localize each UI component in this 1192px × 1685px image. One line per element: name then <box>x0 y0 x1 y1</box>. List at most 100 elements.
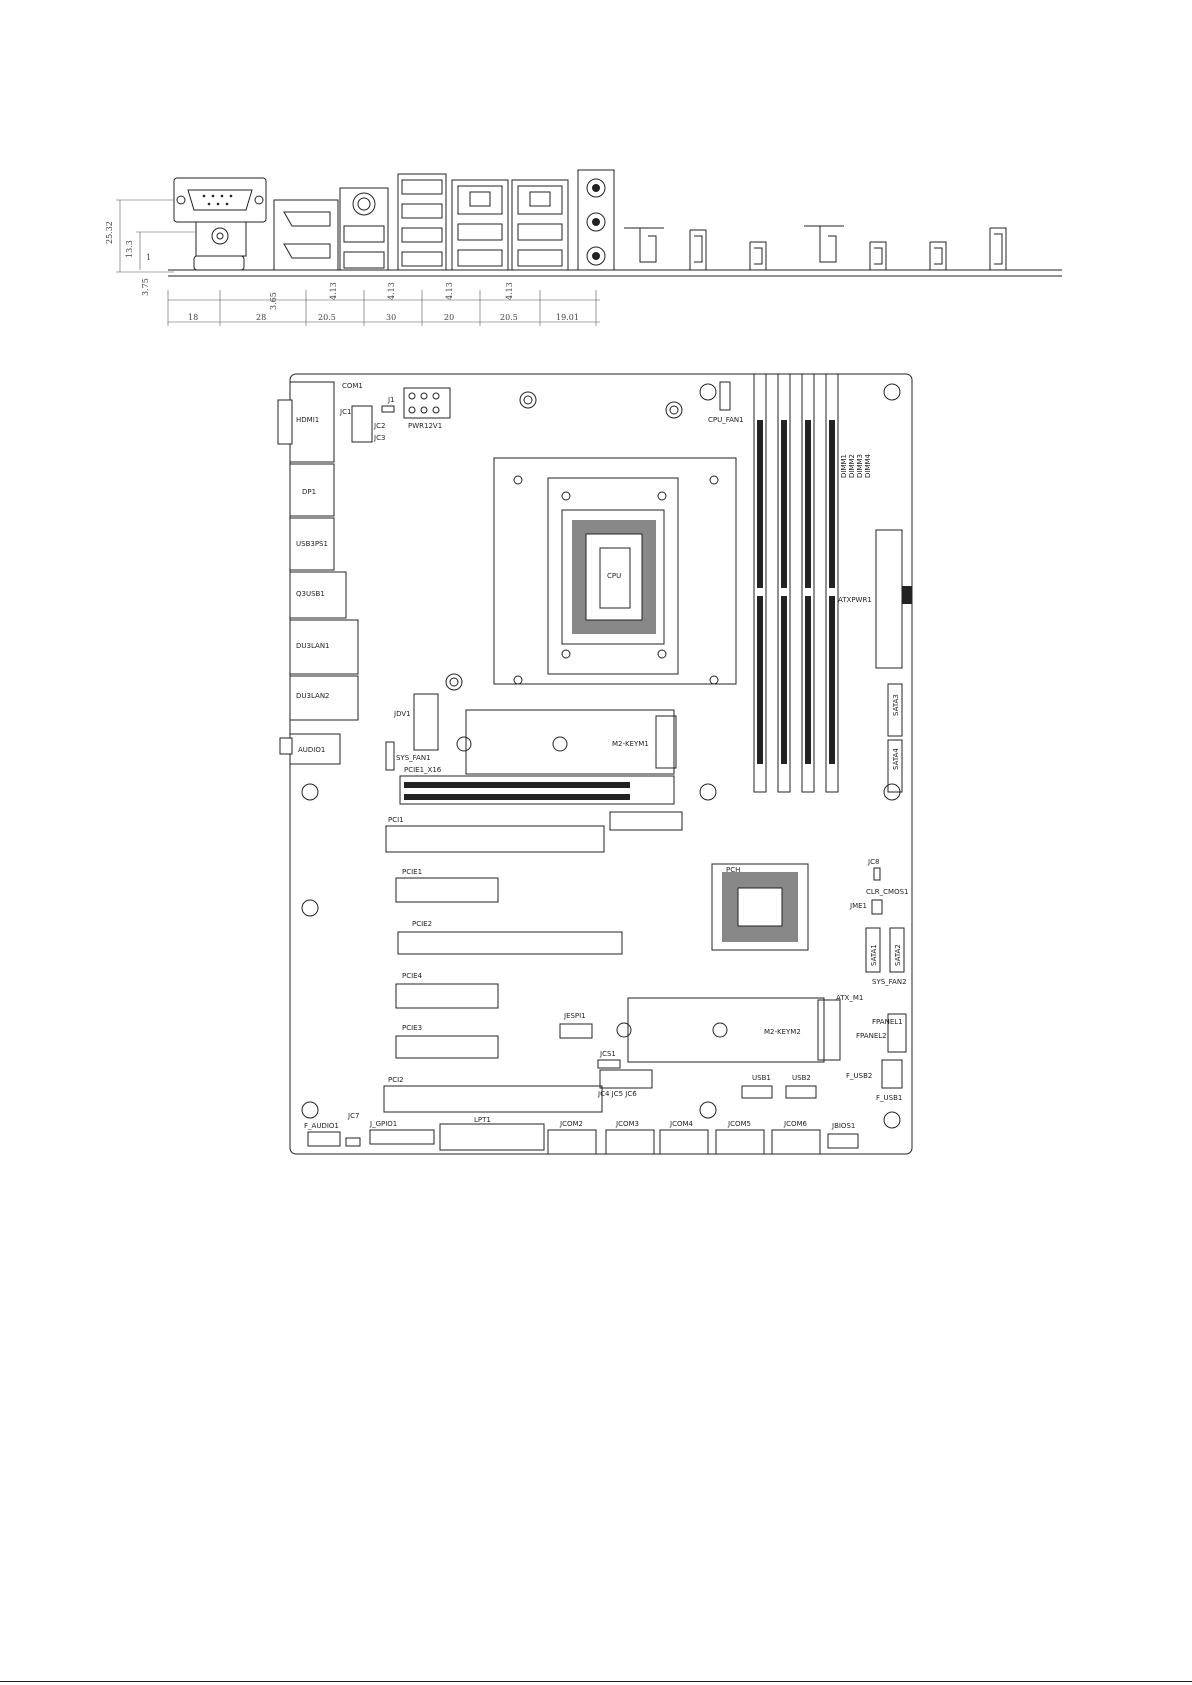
label-sata3: SATA3 <box>892 694 900 716</box>
label-jcom4: JCOM4 <box>669 1120 694 1128</box>
dim-h-2: 28 <box>256 313 266 322</box>
label-pcie3: PCIE3 <box>402 1024 422 1032</box>
label-m2-keym1: M2-KEYM1 <box>612 740 649 748</box>
sys-fan1-header <box>385 741 395 771</box>
label-jcom6: JCOM6 <box>783 1120 808 1128</box>
sata2-connector <box>889 927 905 973</box>
rear-io-blocks <box>277 381 359 765</box>
label-jcom2: JCOM2 <box>559 1120 583 1128</box>
rear-io-panel-drawing: 25.32 13.3 1 3.75 18 28 20.5 30 20 20.5 … <box>105 169 1062 326</box>
io-ps2-usb-stack <box>339 187 389 271</box>
label-jespi1: JESPI1 <box>563 1012 586 1020</box>
top-left-headers <box>351 381 731 443</box>
label-atx-m1: ATX_M1 <box>836 994 863 1002</box>
sata-right-connectors <box>887 683 903 793</box>
label-dimm3: DIMM3 <box>856 454 864 478</box>
label-atxpwr1: ATXPWR1 <box>838 596 872 604</box>
label-dimm4: DIMM4 <box>864 453 872 478</box>
bottom-header-labels: F_AUDIO1 JC7 J_GPIO1 LPT1 JCOM2 JCOM3 JC… <box>304 1112 855 1130</box>
label-jdv1: JDV1 <box>393 710 411 718</box>
label-pwr12v1: PWR12V1 <box>408 422 442 430</box>
label-fpanel1: FPANEL1 <box>872 1018 903 1026</box>
label-usb2: USB2 <box>792 1074 811 1082</box>
io-dimension-text: 25.32 13.3 1 3.75 18 28 20.5 30 20 20.5 … <box>105 221 579 322</box>
io-dp-connector <box>273 199 339 271</box>
dim-vert-4: 3.75 <box>141 278 150 296</box>
pcie-x16-slot <box>399 775 675 805</box>
rear-io-labels: HDMI1 DP1 USB3PS1 Q3USB1 DU3LAN1 DU3LAN2… <box>296 416 330 754</box>
label-sata1: SATA1 <box>870 944 878 966</box>
label-pcie1-x16: PCIE1_X16 <box>404 766 442 774</box>
label-dp1: DP1 <box>302 488 316 496</box>
label-cpu-fan1: CPU_FAN1 <box>708 416 744 424</box>
dim-h-7: 19.01 <box>556 313 579 322</box>
label-sys-fan2: SYS_FAN2 <box>872 978 907 986</box>
label-jcs1: JCS1 <box>599 1050 616 1058</box>
dim-vert-3: 1 <box>146 253 151 262</box>
label-m2-keym2: M2-KEYM2 <box>764 1028 801 1036</box>
m2-keym1-slot <box>456 709 677 775</box>
label-pci1: PCI1 <box>388 816 404 824</box>
label-sata2: SATA2 <box>894 944 902 966</box>
sata1-connector <box>865 927 881 973</box>
expansion-slots <box>383 825 623 1113</box>
label-dimm1: DIMM1 <box>840 454 848 478</box>
dim-small-5: 4.13 <box>505 282 514 300</box>
label-audio1: AUDIO1 <box>298 746 325 754</box>
label-sata4: SATA4 <box>892 748 900 770</box>
usb2-header <box>785 1085 817 1099</box>
label-usb3ps1: USB3PS1 <box>296 540 328 548</box>
dim-h-1: 18 <box>188 313 198 322</box>
dim-h-3: 20.5 <box>318 313 336 322</box>
dim-vert-2: 13.3 <box>125 240 134 258</box>
io-usb-tower <box>397 173 447 271</box>
dim-small-3: 4.13 <box>387 282 396 300</box>
label-du3lan1: DU3LAN1 <box>296 642 330 650</box>
io-dimension-lines <box>116 199 600 326</box>
label-pcie2: PCIE2 <box>412 920 432 928</box>
label-f-audio1: F_AUDIO1 <box>304 1122 339 1130</box>
jcs1-header <box>597 1059 621 1069</box>
dimm-slots <box>753 373 839 793</box>
cpu-socket <box>493 457 737 685</box>
label-hdmi1: HDMI1 <box>296 416 319 424</box>
label-lpt1: LPT1 <box>474 1116 491 1124</box>
jespi1-header <box>559 1023 593 1039</box>
label-q3usb1: Q3USB1 <box>296 590 325 598</box>
dim-h-5: 20 <box>444 313 454 322</box>
label-pcie4: PCIE4 <box>402 972 423 980</box>
label-fpanel2: FPANEL2 <box>856 1032 887 1040</box>
label-du3lan2: DU3LAN2 <box>296 692 330 700</box>
f-usb-header <box>881 1059 903 1089</box>
board-outline <box>289 373 913 1155</box>
label-jc2: JC2 <box>373 422 385 430</box>
io-audio-jacks <box>577 169 615 271</box>
pch-chip <box>711 863 809 951</box>
dim-vert-1: 25.32 <box>105 221 114 244</box>
m2-keym2-slot <box>616 997 841 1063</box>
label-jc7: JC7 <box>347 1112 359 1120</box>
dim-small-4: 4.13 <box>445 282 454 300</box>
label-jc1: JC1 <box>339 408 351 416</box>
atx-power-connector <box>875 529 912 669</box>
label-pci2: PCI2 <box>388 1076 404 1084</box>
label-sys-fan1: SYS_FAN1 <box>396 754 431 762</box>
label-jbios1: JBIOS1 <box>831 1122 855 1130</box>
label-jcom3: JCOM3 <box>615 1120 639 1128</box>
label-clr-cmos1: CLR_CMOS1 <box>866 888 909 896</box>
expansion-slot-labels: PCI1 PCIE1 PCIE2 PCIE4 PCIE3 PCI2 <box>388 816 432 1084</box>
label-f-usb2: F_USB2 <box>846 1072 872 1080</box>
usb1-header <box>741 1085 773 1099</box>
label-f-usb1: F_USB1 <box>876 1094 902 1102</box>
label-pch: PCH <box>726 866 740 874</box>
label-jc3: JC3 <box>373 434 385 442</box>
page-footer-rule <box>0 1681 1192 1682</box>
label-pcie1: PCIE1 <box>402 868 422 876</box>
dimm-labels: DIMM1 DIMM2 DIMM3 DIMM4 <box>840 453 872 478</box>
label-jc8: JC8 <box>867 858 879 866</box>
label-jme1: JME1 <box>849 902 867 910</box>
dim-h-4: 30 <box>386 313 396 322</box>
io-hdmi-connector <box>193 221 247 271</box>
label-j1: J1 <box>387 396 395 404</box>
